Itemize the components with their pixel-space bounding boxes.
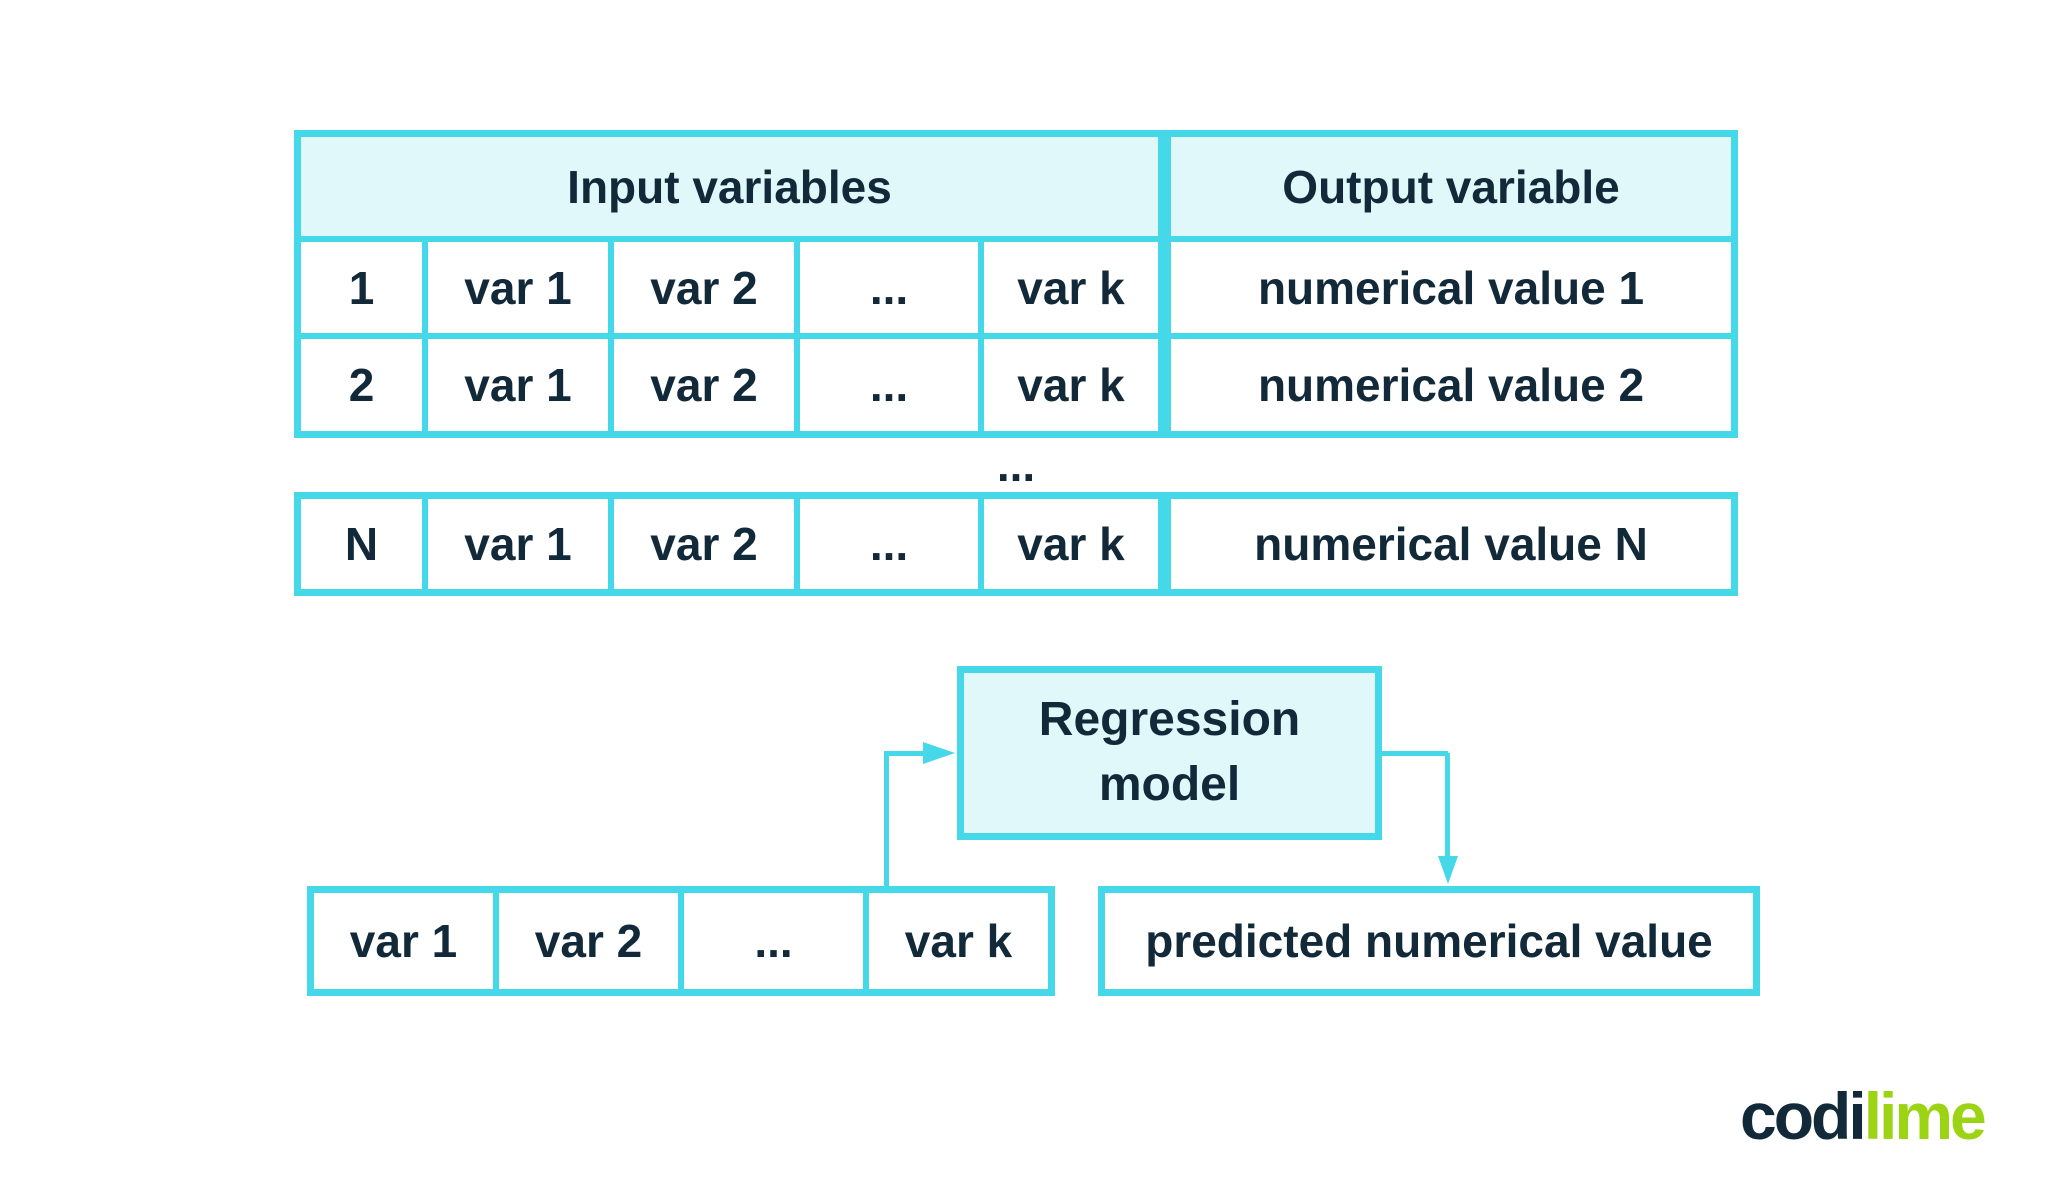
row-n-var-1-cell: var 1	[428, 499, 608, 589]
input-variables-header: Input variables	[301, 137, 1158, 236]
row-n-var-2-cell: var 2	[614, 499, 794, 589]
input-var-2-cell: var 2	[499, 893, 678, 989]
row-1-var-k-cell: var k	[984, 242, 1158, 333]
row-1-var-2-cell: var 2	[614, 242, 794, 333]
row-1-index-cell: 1	[301, 242, 422, 333]
logo-lime-text: lime	[1863, 1079, 1987, 1153]
regression-model-label-line1: Regression	[1038, 693, 1301, 747]
row-2-var-2-cell: var 2	[614, 339, 794, 431]
row-2-var-1-cell: var 1	[428, 339, 608, 431]
row-1-var-1-cell: var 1	[428, 242, 608, 333]
rows-ellipsis: ...	[996, 439, 1036, 491]
input-var-k-cell: var k	[869, 893, 1048, 989]
training-data-table: Input variables Output variable 1 var 1 …	[294, 130, 1738, 438]
row-n-output-cell: numerical value N	[1171, 499, 1731, 589]
output-arrow-vertical-line	[1445, 753, 1450, 858]
header-column-divider	[1164, 137, 1165, 236]
regression-model-box: Regression model	[957, 666, 1382, 840]
row-2-ellipsis-cell: ...	[800, 339, 978, 431]
row-n-table: N var 1 var 2 ... var k numerical value …	[294, 492, 1738, 596]
input-arrow-vertical-line	[884, 753, 889, 886]
row-n-column-divider	[1164, 499, 1165, 589]
row-n-ellipsis-cell: ...	[800, 499, 978, 589]
input-ellipsis-cell: ...	[684, 893, 863, 989]
arrowhead-right-icon	[923, 742, 955, 764]
row-2-index-cell: 2	[301, 339, 422, 431]
input-var-1-cell: var 1	[314, 893, 493, 989]
row-n-var-k-cell: var k	[984, 499, 1158, 589]
row-1-ellipsis-cell: ...	[800, 242, 978, 333]
row-2-column-divider	[1164, 339, 1165, 431]
logo-codi-text: codi	[1740, 1079, 1867, 1153]
row-2-output-cell: numerical value 2	[1171, 339, 1731, 431]
row-1-output-cell: numerical value 1	[1171, 242, 1731, 333]
new-input-vars-box: var 1 var 2 ... var k	[307, 886, 1055, 996]
input-arrow-horizontal-line	[884, 751, 925, 756]
output-arrow-horizontal-line	[1382, 751, 1448, 756]
row-1-column-divider	[1164, 242, 1165, 333]
arrowhead-down-icon	[1438, 856, 1458, 884]
row-2-var-k-cell: var k	[984, 339, 1158, 431]
predicted-value-box: predicted numerical value	[1098, 886, 1760, 996]
row-n-index-cell: N	[301, 499, 422, 589]
output-variable-header: Output variable	[1171, 137, 1731, 236]
codilime-logo: codilime	[1740, 1078, 1987, 1154]
regression-model-label-line2: model	[1098, 758, 1241, 811]
